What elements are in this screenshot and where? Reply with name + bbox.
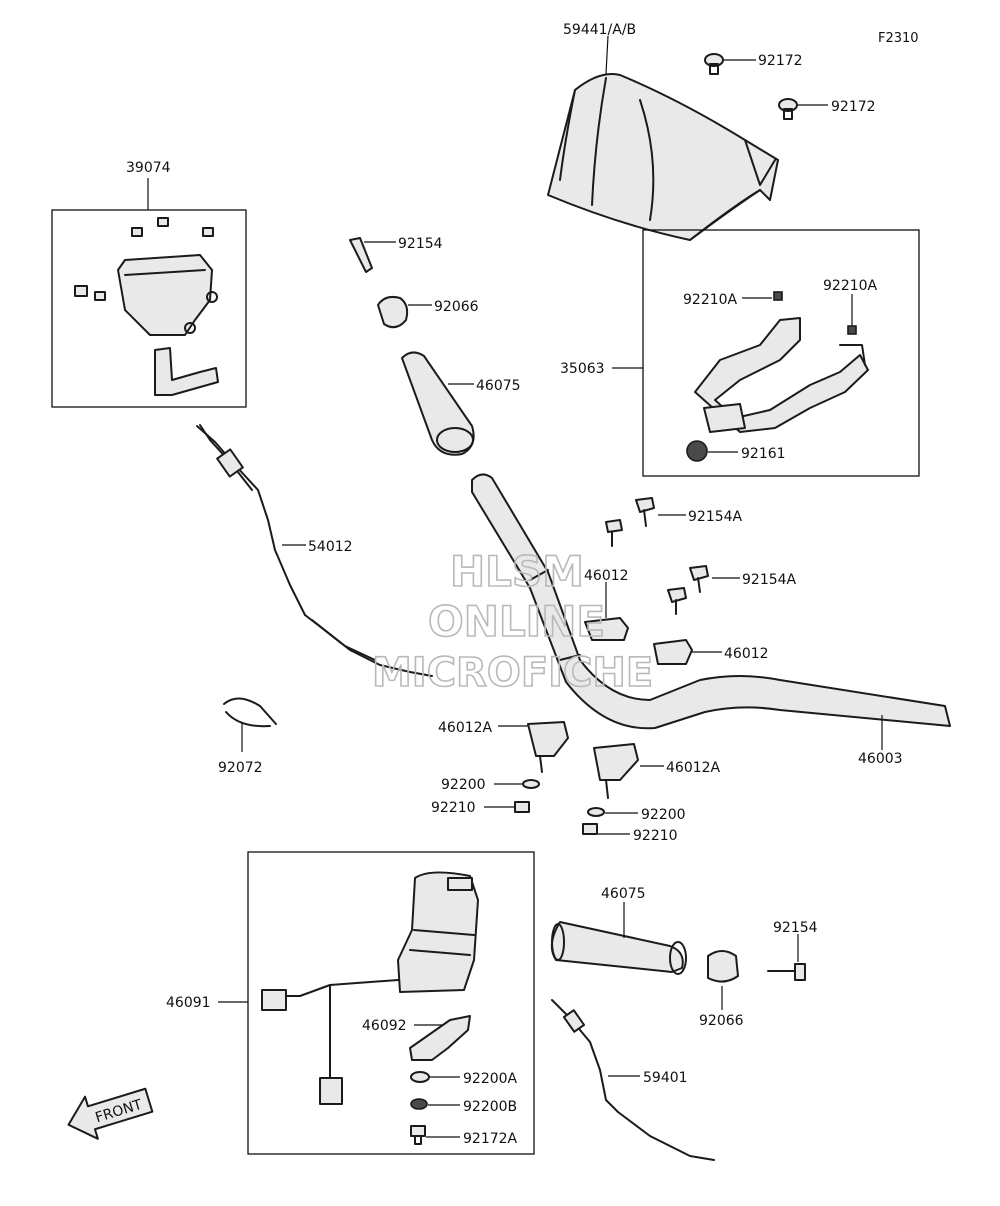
box-46091: [247, 851, 535, 1155]
label-92172-a: 92172: [758, 53, 803, 69]
part-46012A-right: [593, 743, 639, 799]
label-46091: 46091: [166, 995, 211, 1011]
label-92154A-a: 92154A: [688, 509, 743, 525]
leader-59441: [605, 35, 609, 75]
watermark-line3: MICROFICHE: [372, 650, 653, 696]
part-59441-cover: [547, 73, 779, 241]
label-92154-bottom: 92154: [773, 920, 818, 936]
watermark-line1: HLSM: [450, 547, 584, 596]
label-59401: 59401: [643, 1070, 688, 1086]
label-92210A-left: 92210A: [683, 292, 738, 308]
part-92172-a: [704, 53, 724, 75]
label-46075-bottom: 46075: [601, 886, 646, 902]
label-92200B: 92200B: [463, 1099, 517, 1115]
label-59441: 59441/A/B: [563, 22, 636, 38]
part-92200-right: [587, 807, 605, 817]
part-59401-cable: [551, 999, 715, 1161]
part-92154-top: [349, 237, 373, 273]
label-92161: 92161: [741, 446, 786, 462]
part-92172-b: [778, 98, 798, 120]
part-92210A-right: [847, 325, 857, 335]
label-92200-right: 92200: [641, 807, 686, 823]
part-35063-bracket: [694, 317, 869, 433]
label-92200-left: 92200: [441, 777, 486, 793]
part-92066-bottom: [707, 950, 739, 983]
part-92200A: [410, 1071, 430, 1083]
label-92154-top: 92154: [398, 236, 443, 252]
part-92172A-screw: [410, 1125, 426, 1145]
label-92172A: 92172A: [463, 1131, 518, 1147]
box-35063: [642, 229, 920, 477]
watermark: HLSM ONLINE MICROFICHE: [371, 546, 654, 697]
label-39074: 39074: [126, 160, 171, 176]
part-46075-bottom-grip: [550, 921, 687, 975]
part-54012-cable: [196, 424, 433, 677]
label-92172-b: 92172: [831, 99, 876, 115]
label-46003: 46003: [858, 751, 903, 767]
part-92154A-a: [605, 497, 655, 547]
label-46075-top: 46075: [476, 378, 521, 394]
part-46092-lever: [409, 1015, 471, 1061]
label-92210A-right: 92210A: [823, 278, 878, 294]
part-92210A-left: [773, 291, 783, 301]
part-46003-handlebar: [471, 473, 951, 730]
label-92066-top: 92066: [434, 299, 479, 315]
part-46012-b: [653, 639, 693, 665]
label-46012-b: 46012: [724, 646, 769, 662]
label-92200A: 92200A: [463, 1071, 518, 1087]
label-92066-bottom: 92066: [699, 1013, 744, 1029]
watermark-line2: ONLINE: [428, 597, 605, 646]
part-46012A-left: [527, 721, 569, 773]
label-46012A-right: 46012A: [666, 760, 721, 776]
part-92161-nut: [686, 440, 708, 462]
label-92210-left: 92210: [431, 800, 476, 816]
box-39074: [51, 209, 247, 408]
figure-ref: F2310: [878, 31, 919, 46]
label-35063: 35063: [560, 361, 605, 377]
part-92154A-b: [667, 565, 709, 615]
part-92066-top: [377, 295, 409, 329]
front-arrow: FRONT: [67, 1087, 154, 1140]
label-92072: 92072: [218, 760, 263, 776]
part-92200B: [410, 1098, 428, 1110]
part-92210-left: [514, 801, 530, 813]
part-92210-right: [582, 823, 598, 835]
label-46012-a: 46012: [584, 568, 629, 584]
label-92154A-b: 92154A: [742, 572, 797, 588]
part-92154-bottom: [767, 963, 806, 981]
label-46092: 46092: [362, 1018, 407, 1034]
label-46012A-left: 46012A: [438, 720, 493, 736]
part-46012-a: [584, 617, 629, 641]
label-54012: 54012: [308, 539, 353, 555]
part-46075-top-grip: [401, 351, 475, 456]
part-39074-master-cylinder: [74, 217, 219, 396]
label-92210-right: 92210: [633, 828, 678, 844]
part-46091-switch-housing: [261, 871, 479, 1105]
part-92072-band: [223, 697, 277, 728]
part-92200-left: [522, 779, 540, 789]
